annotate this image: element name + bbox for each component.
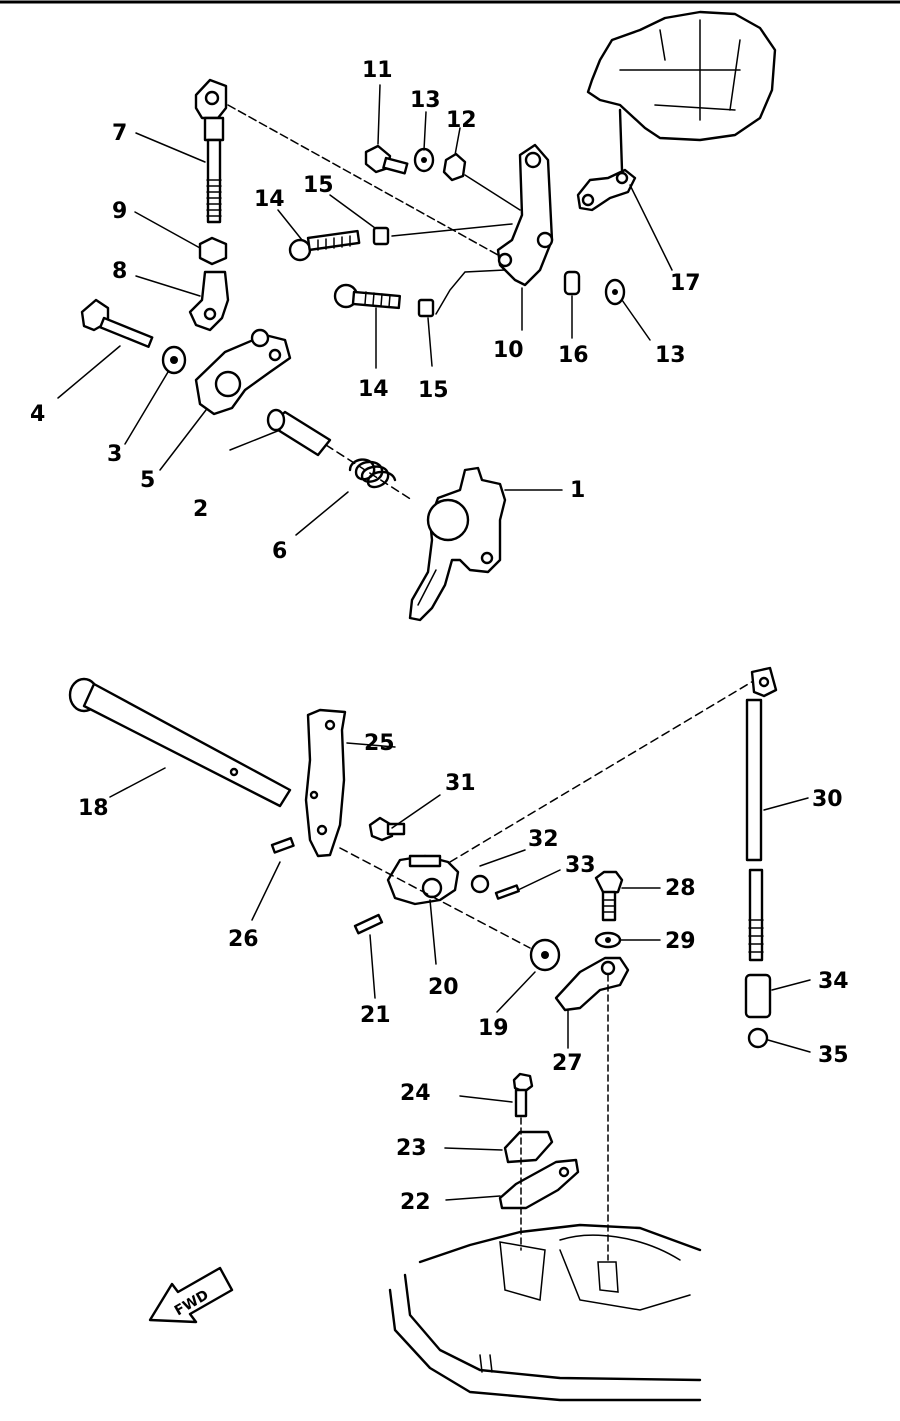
label-15-upper: 15 (303, 173, 334, 198)
part-22-bracket (498, 1158, 580, 1210)
part-21-pin (353, 913, 384, 935)
part-23-plate (503, 1130, 554, 1164)
label-31: 31 (445, 771, 476, 796)
label-2: 2 (193, 497, 208, 522)
label-28: 28 (665, 876, 696, 901)
label-13-top: 13 (410, 88, 441, 113)
part-15-nut-upper (372, 226, 390, 246)
part-20-block (386, 854, 460, 906)
label-15-lower: 15 (418, 378, 449, 403)
label-20: 20 (428, 975, 459, 1000)
label-10: 10 (493, 338, 524, 363)
part-34-sleeve (744, 973, 772, 1019)
label-30: 30 (812, 787, 843, 812)
label-21: 21 (360, 1003, 391, 1028)
part-29-washer (594, 931, 622, 949)
label-13-right: 13 (655, 343, 686, 368)
part-16-collar (563, 270, 581, 296)
part-9-nut (198, 236, 228, 266)
label-17: 17 (670, 271, 701, 296)
label-25: 25 (364, 731, 395, 756)
part-17-link-joint (576, 108, 637, 212)
axis-line-to-30 (449, 679, 756, 863)
part-8-swivel (188, 270, 230, 332)
part-27-arm (554, 956, 630, 1012)
part-labels: 1 2 3 4 5 6 7 8 9 10 11 12 13 13 14 14 1… (30, 58, 849, 1215)
label-24: 24 (400, 1081, 431, 1106)
part-7-rod (194, 78, 228, 224)
label-12: 12 (446, 108, 477, 133)
part-14-screw-upper (288, 229, 361, 262)
label-34: 34 (818, 969, 849, 994)
fwd-arrow-icon: FWD (148, 1266, 234, 1324)
label-14-lower: 14 (358, 377, 389, 402)
part-30-rod (745, 666, 778, 962)
label-8: 8 (112, 259, 127, 284)
part-11-bolt (364, 144, 409, 175)
part-1-throttle-arm (408, 466, 507, 622)
part-19-collar (529, 938, 561, 972)
label-19: 19 (478, 1016, 509, 1041)
part-28-bolt (594, 870, 624, 922)
label-5: 5 (140, 468, 155, 493)
part-35-nut (747, 1027, 769, 1049)
label-23: 23 (396, 1136, 427, 1161)
bottom-cowling (388, 1223, 702, 1402)
label-29: 29 (665, 929, 696, 954)
part-24-screw (512, 1072, 534, 1118)
part-12-nut (442, 152, 467, 182)
leader-12 (464, 174, 521, 211)
label-33: 33 (565, 853, 596, 878)
leader-lines (57, 84, 811, 1201)
part-6-spring (348, 458, 397, 489)
label-6: 6 (272, 539, 287, 564)
carburetor-housing (586, 10, 777, 142)
axis-line-upper (325, 444, 413, 501)
label-26: 26 (228, 927, 259, 952)
label-11: 11 (362, 58, 393, 83)
label-35: 35 (818, 1043, 849, 1068)
label-9: 9 (112, 199, 127, 224)
leader-7-to-10 (227, 104, 499, 256)
part-13-washer-top (413, 147, 435, 173)
leader-15b (435, 269, 506, 315)
part-14-screw-lower (333, 283, 402, 310)
part-2-sleeve (266, 408, 332, 457)
part-10-bellcrank (496, 143, 554, 287)
label-16: 16 (558, 343, 589, 368)
part-26-pin (270, 836, 295, 854)
part-5-lever-plate (194, 328, 292, 416)
part-3-washer (161, 345, 187, 375)
part-25-link-plate (304, 708, 347, 858)
label-1: 1 (570, 478, 585, 503)
part-13-washer-right (604, 278, 626, 306)
label-14-upper: 14 (254, 187, 285, 212)
label-18: 18 (78, 796, 109, 821)
label-4: 4 (30, 402, 45, 427)
part-31-bolt (368, 816, 406, 842)
label-27: 27 (552, 1051, 583, 1076)
label-7: 7 (112, 121, 127, 146)
part-15-nut-lower (417, 298, 435, 318)
label-32: 32 (528, 827, 559, 852)
label-22: 22 (400, 1190, 431, 1215)
label-3: 3 (107, 442, 122, 467)
axis-line-lower (339, 847, 531, 949)
part-4-bolt (80, 298, 154, 348)
part-32-nut (470, 874, 490, 894)
part-33-pin (494, 884, 520, 900)
part-18-shaft (68, 677, 292, 808)
